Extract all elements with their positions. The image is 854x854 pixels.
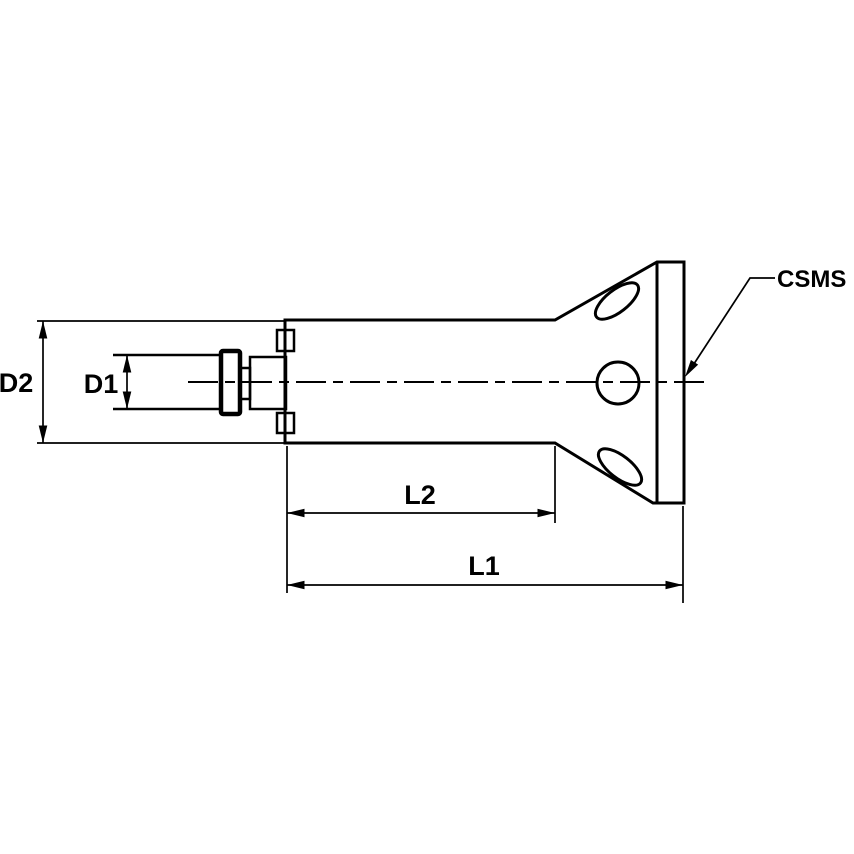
l2-arrow-left: [287, 508, 305, 518]
dimension-d1: D1: [84, 355, 132, 409]
tool-body: [283, 260, 686, 505]
csms-label: CSMS: [777, 266, 846, 293]
tool-geometry: [113, 260, 708, 505]
l1-arrow-left: [287, 580, 305, 590]
l1-arrow-right: [665, 580, 683, 590]
csms-leader-line: [687, 277, 775, 374]
l2-label: L2: [404, 480, 436, 510]
dimension-d2: D2: [0, 320, 285, 444]
flange-slot-bottom: [596, 447, 644, 487]
d2-arrow-up: [38, 321, 48, 339]
dimension-l1: L1: [287, 506, 684, 603]
d2-label: D2: [0, 368, 33, 398]
callout-csms: CSMS: [681, 266, 846, 380]
d1-arrow-up: [122, 355, 132, 373]
l2-arrow-right: [537, 508, 555, 518]
flange-slot-top: [593, 281, 641, 321]
l1-label: L1: [468, 551, 500, 581]
dimension-l2: L2: [286, 446, 556, 593]
drive-tab-bottom: [275, 411, 296, 435]
drive-tab-top: [275, 328, 296, 353]
d1-label: D1: [84, 369, 119, 399]
d2-arrow-down: [38, 425, 48, 443]
d1-arrow-down: [122, 391, 132, 409]
